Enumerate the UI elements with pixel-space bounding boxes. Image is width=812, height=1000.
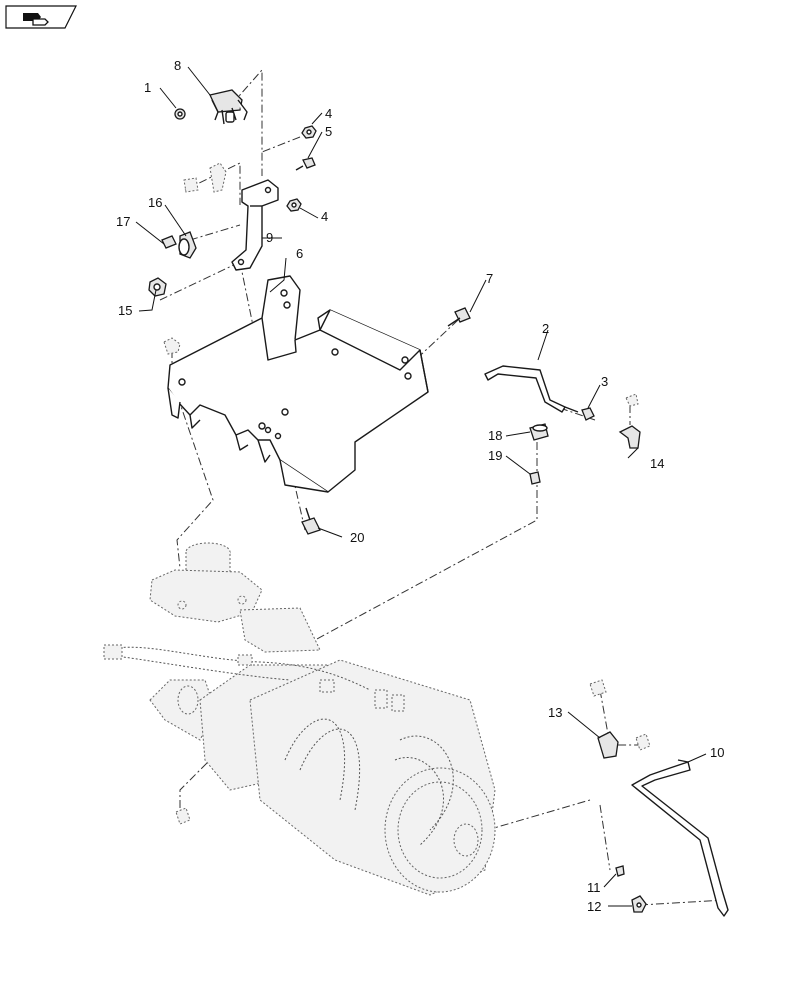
clip-11 bbox=[615, 865, 625, 877]
tube-10 bbox=[631, 759, 729, 917]
mounting-plate-6 bbox=[167, 275, 429, 493]
navigation-badge[interactable] bbox=[5, 5, 77, 29]
callout-13: 13 bbox=[548, 705, 562, 720]
leader-lines bbox=[135, 66, 707, 907]
callout-16: 16 bbox=[148, 195, 162, 210]
callouts: 1 2 3 4 4 5 6 7 8 9 10 11 12 13 14 15 16… bbox=[116, 58, 724, 914]
nut-4-lower bbox=[286, 198, 302, 212]
bolt-7 bbox=[447, 307, 471, 327]
bolt-20 bbox=[301, 507, 321, 535]
callout-11: 11 bbox=[587, 880, 601, 895]
ghost-nut-plate bbox=[163, 337, 181, 355]
callout-6: 6 bbox=[296, 246, 303, 261]
callout-2: 2 bbox=[542, 321, 549, 336]
nut-1 bbox=[174, 108, 186, 120]
callout-17: 17 bbox=[116, 214, 130, 229]
callout-9: 9 bbox=[266, 230, 273, 245]
callout-5: 5 bbox=[325, 124, 332, 139]
page-forward-icon[interactable] bbox=[23, 13, 49, 26]
sleeve-18 bbox=[529, 423, 549, 441]
bracket-9 bbox=[231, 179, 279, 271]
bolt-5 bbox=[295, 157, 316, 171]
callout-4-lower: 4 bbox=[321, 209, 328, 224]
callout-19: 19 bbox=[488, 448, 502, 463]
elbow-14 bbox=[618, 393, 641, 449]
ghost-fasteners bbox=[183, 162, 227, 193]
pressure-sensor-8 bbox=[209, 89, 248, 125]
nut-4-upper bbox=[301, 125, 317, 139]
nut-15 bbox=[148, 277, 167, 297]
callout-1: 1 bbox=[144, 80, 151, 95]
callout-12: 12 bbox=[587, 899, 601, 914]
clip-19 bbox=[529, 471, 541, 485]
callout-20: 20 bbox=[350, 530, 364, 545]
callout-14: 14 bbox=[650, 456, 664, 471]
callout-18: 18 bbox=[488, 428, 502, 443]
callout-4-upper: 4 bbox=[325, 106, 332, 121]
exhaust-assembly bbox=[103, 542, 496, 896]
callout-10: 10 bbox=[710, 745, 724, 760]
fitting-3 bbox=[581, 407, 595, 421]
callout-3: 3 bbox=[601, 374, 608, 389]
callout-7: 7 bbox=[486, 271, 493, 286]
callout-8: 8 bbox=[174, 58, 181, 73]
tube-2 bbox=[484, 365, 579, 413]
bolt-17 bbox=[161, 235, 177, 249]
elbow-13 bbox=[589, 679, 651, 759]
callout-15: 15 bbox=[118, 303, 132, 318]
clip-16 bbox=[178, 231, 197, 259]
nut-12 bbox=[631, 895, 647, 913]
